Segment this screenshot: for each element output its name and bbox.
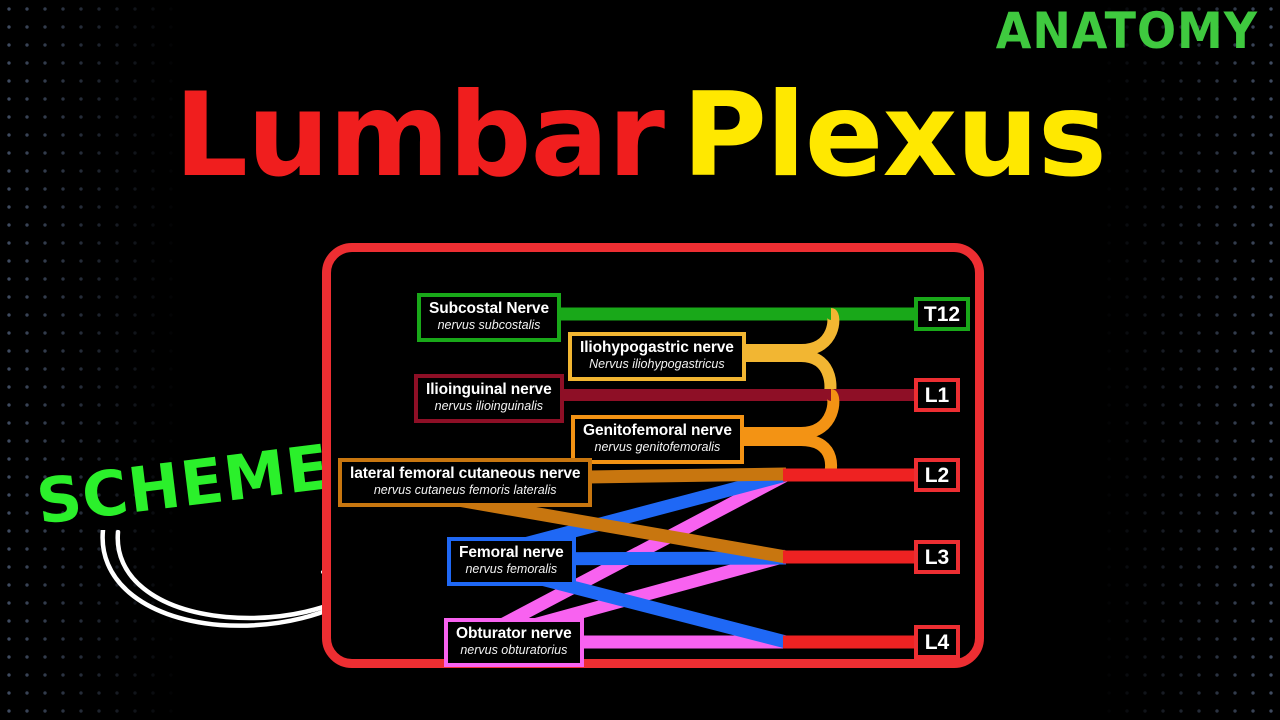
category-label: ANATOMY [995, 2, 1258, 60]
nerve-label-lateral-femoral-cutaneous[interactable]: lateral femoral cutaneous nerve nervus c… [338, 458, 593, 507]
nerve-label-iliohypogastric[interactable]: Iliohypogastric nerve Nervus iliohypogas… [568, 332, 746, 381]
title-word-plexus: Plexus [681, 68, 1107, 203]
nerve-name-la: nervus genitofemoralis [594, 440, 721, 455]
wire-iliohypogastric-upper [686, 308, 840, 356]
spinal-level-label: L2 [924, 463, 950, 487]
spinal-level-label: T12 [923, 302, 961, 326]
scheme-badge: SCHEME [32, 430, 334, 539]
nerve-name-en: lateral femoral cutaneous nerve [350, 465, 581, 482]
nerve-name-en: Iliohypogastric nerve [580, 339, 734, 356]
nerve-name-en: Obturator nerve [456, 625, 572, 642]
spinal-level-label: L1 [924, 383, 950, 407]
nerve-label-ilioinguinal[interactable]: Ilioinguinal nerve nervus ilioinguinalis [414, 374, 564, 423]
spinal-level-label: L4 [924, 630, 950, 654]
nerve-name-la: nervus subcostalis [437, 318, 541, 333]
nerve-label-genitofemoral[interactable]: Genitofemoral nerve nervus genitofemoral… [571, 415, 744, 464]
nerve-name-la: Nervus iliohypogastricus [589, 357, 725, 372]
spinal-level-label: L3 [924, 545, 950, 569]
nerve-name-la: nervus femoralis [465, 562, 558, 577]
nerve-label-subcostal[interactable]: Subcostal Nerve nervus subcostalis [417, 293, 561, 342]
spinal-level-l2[interactable]: L2 [914, 458, 960, 492]
spinal-level-l3[interactable]: L3 [914, 540, 960, 574]
nerve-name-en: Femoral nerve [459, 544, 564, 561]
lumbar-plexus-diagram: Subcostal Nerve nervus subcostalis Ilioh… [322, 243, 984, 668]
nerve-name-en: Ilioinguinal nerve [426, 381, 552, 398]
wire-genitofemoral-upper [686, 389, 840, 439]
spinal-level-l4[interactable]: L4 [914, 625, 960, 659]
nerve-name-la: nervus cutaneus femoris lateralis [373, 483, 557, 498]
spinal-level-t12[interactable]: T12 [914, 297, 970, 331]
spinal-level-l1[interactable]: L1 [914, 378, 960, 412]
nerve-name-en: Subcostal Nerve [429, 300, 549, 317]
nerve-name-la: nervus obturatorius [460, 643, 568, 658]
nerve-name-en: Genitofemoral nerve [583, 422, 732, 439]
nerve-label-obturator[interactable]: Obturator nerve nervus obturatorius [444, 618, 584, 667]
title-word-lumbar: Lumbar [174, 68, 665, 203]
nerve-label-femoral[interactable]: Femoral nerve nervus femoralis [447, 537, 576, 586]
nerve-name-la: nervus ilioinguinalis [434, 399, 544, 414]
